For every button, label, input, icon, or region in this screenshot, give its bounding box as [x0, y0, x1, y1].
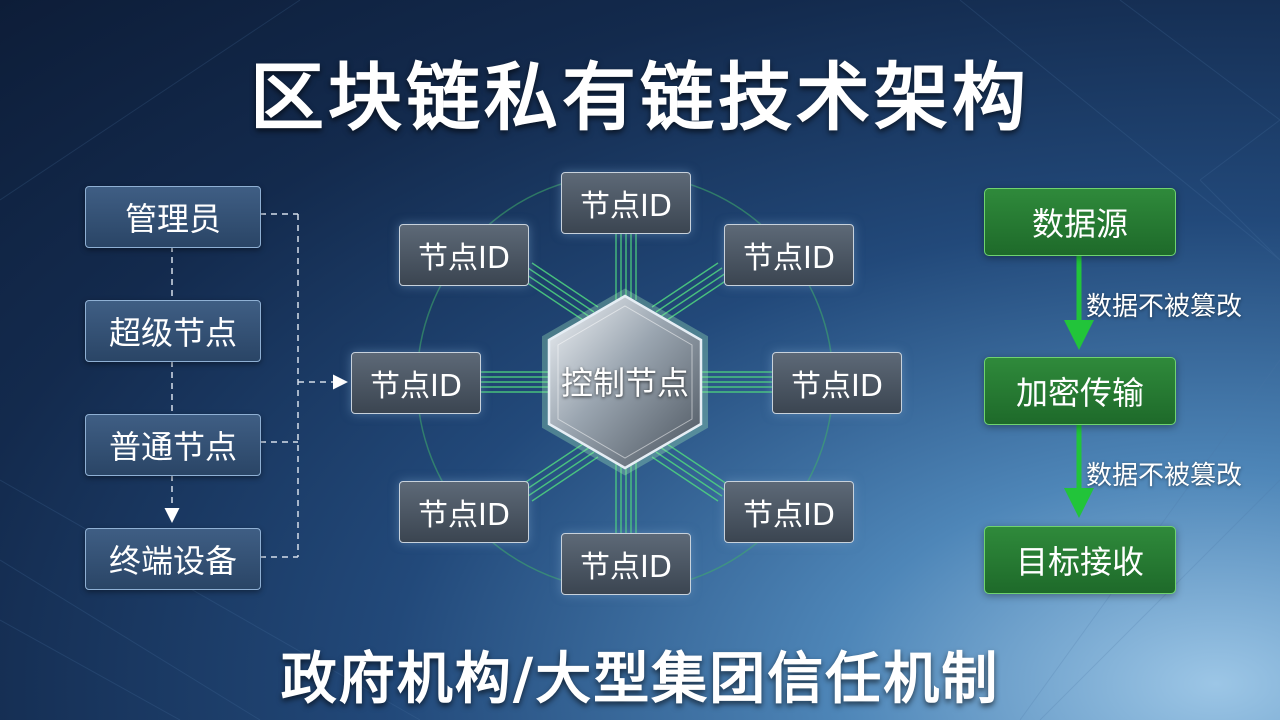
control-node-label: 控制节点	[560, 364, 689, 402]
flow-step-data-source[interactable]: 数据源	[984, 188, 1176, 256]
node-lower-right[interactable]: 节点ID	[724, 481, 854, 543]
role-terminal-device[interactable]: 终端设备	[85, 528, 261, 590]
node-right[interactable]: 节点ID	[772, 352, 902, 414]
node-upper-right[interactable]: 节点ID	[724, 224, 854, 286]
node-bottom[interactable]: 节点ID	[561, 533, 691, 595]
flow-step-encrypted-transfer[interactable]: 加密传输	[984, 357, 1176, 425]
control-node-hexagon-glow	[542, 288, 708, 476]
role-admin[interactable]: 管理员	[85, 186, 261, 248]
connection-lines	[481, 233, 772, 533]
flow-edge-label-1: 数据不被篡改	[1086, 291, 1243, 322]
role-connectors	[164, 213, 348, 558]
flow-step-target-receive[interactable]: 目标接收	[984, 526, 1176, 594]
node-top[interactable]: 节点ID	[561, 172, 691, 234]
flow-edge-label-2: 数据不被篡改	[1086, 460, 1243, 491]
node-upper-left[interactable]: 节点ID	[399, 224, 529, 286]
page-subtitle: 政府机构/大型集团信任机制	[280, 647, 1000, 712]
node-left[interactable]: 节点ID	[351, 352, 481, 414]
control-node-hexagon[interactable]	[547, 294, 703, 470]
page-title: 区块链私有链技术架构	[250, 55, 1030, 141]
role-normal-node[interactable]: 普通节点	[85, 414, 261, 476]
node-lower-left[interactable]: 节点ID	[399, 481, 529, 543]
role-super-node[interactable]: 超级节点	[85, 300, 261, 362]
control-node-hexagon-inner	[557, 305, 693, 459]
